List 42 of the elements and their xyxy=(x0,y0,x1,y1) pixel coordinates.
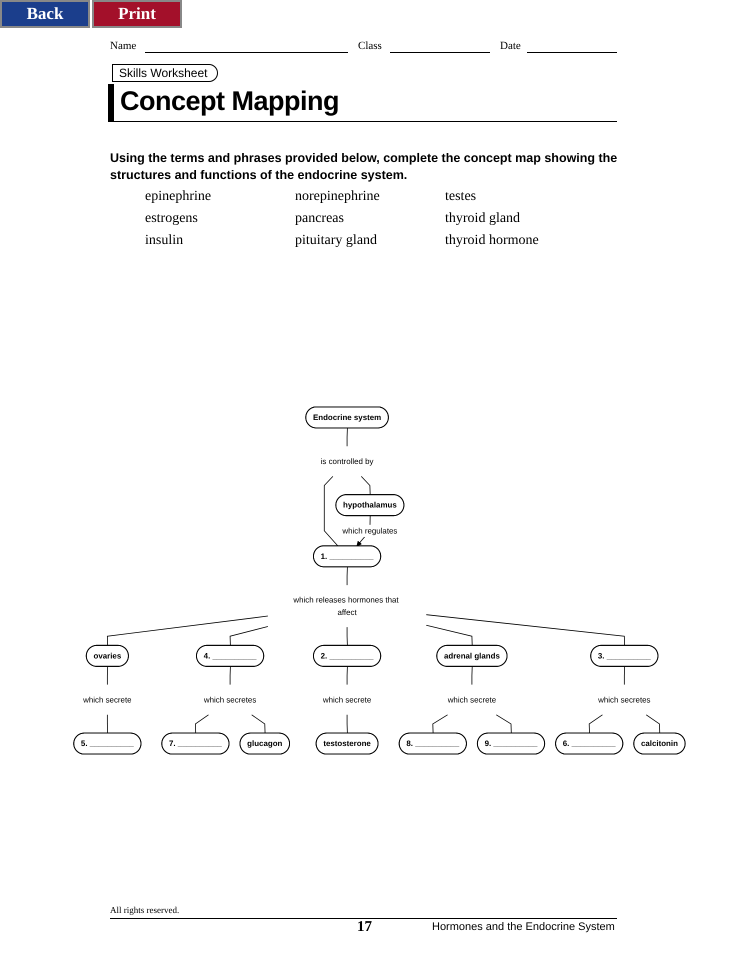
section-tag: Skills Worksheet xyxy=(112,64,218,82)
connector xyxy=(106,616,268,646)
term-text: norepinephrine xyxy=(295,189,380,205)
instruction-text: Using the terms and phrases provided below, complete the concept map showing the structures and functions of the endocrine system. xyxy=(110,150,618,184)
connector xyxy=(251,714,266,734)
connector xyxy=(472,666,473,686)
connector xyxy=(426,614,626,646)
connector xyxy=(324,476,338,546)
back-button: Back xyxy=(0,0,90,28)
connector xyxy=(346,428,348,447)
connector xyxy=(106,714,108,734)
connector xyxy=(432,714,448,734)
connector xyxy=(346,666,348,686)
connector xyxy=(346,566,348,586)
term-text: thyroid gland xyxy=(445,211,520,227)
print-button: Print xyxy=(92,0,182,28)
field-label: Class xyxy=(358,40,382,52)
field-label: Name xyxy=(110,40,136,52)
connector xyxy=(230,626,268,646)
connector xyxy=(195,714,209,734)
term-text: pancreas xyxy=(295,211,344,227)
connector xyxy=(646,714,660,734)
connector xyxy=(496,714,512,734)
copyright-text: All rights reserved. xyxy=(110,905,180,915)
title-text: Concept Mapping xyxy=(120,86,339,117)
term-text: testes xyxy=(445,189,476,205)
term-text: estrogens xyxy=(145,211,198,227)
term-text: pituitary gland xyxy=(295,233,378,249)
term-text: thyroid hormone xyxy=(445,233,539,249)
connector xyxy=(426,624,473,646)
connector xyxy=(230,666,231,686)
connector xyxy=(346,626,348,646)
connector xyxy=(360,476,371,496)
page-number: 17 xyxy=(357,919,372,936)
connector xyxy=(588,714,603,734)
field-label: Date xyxy=(500,40,521,52)
connector xyxy=(106,666,108,686)
connector xyxy=(346,714,348,734)
footer-text: Hormones and the Endocrine System xyxy=(432,921,615,933)
connector xyxy=(624,666,626,686)
term-text: epinephrine xyxy=(145,189,212,205)
term-text: insulin xyxy=(145,233,184,249)
